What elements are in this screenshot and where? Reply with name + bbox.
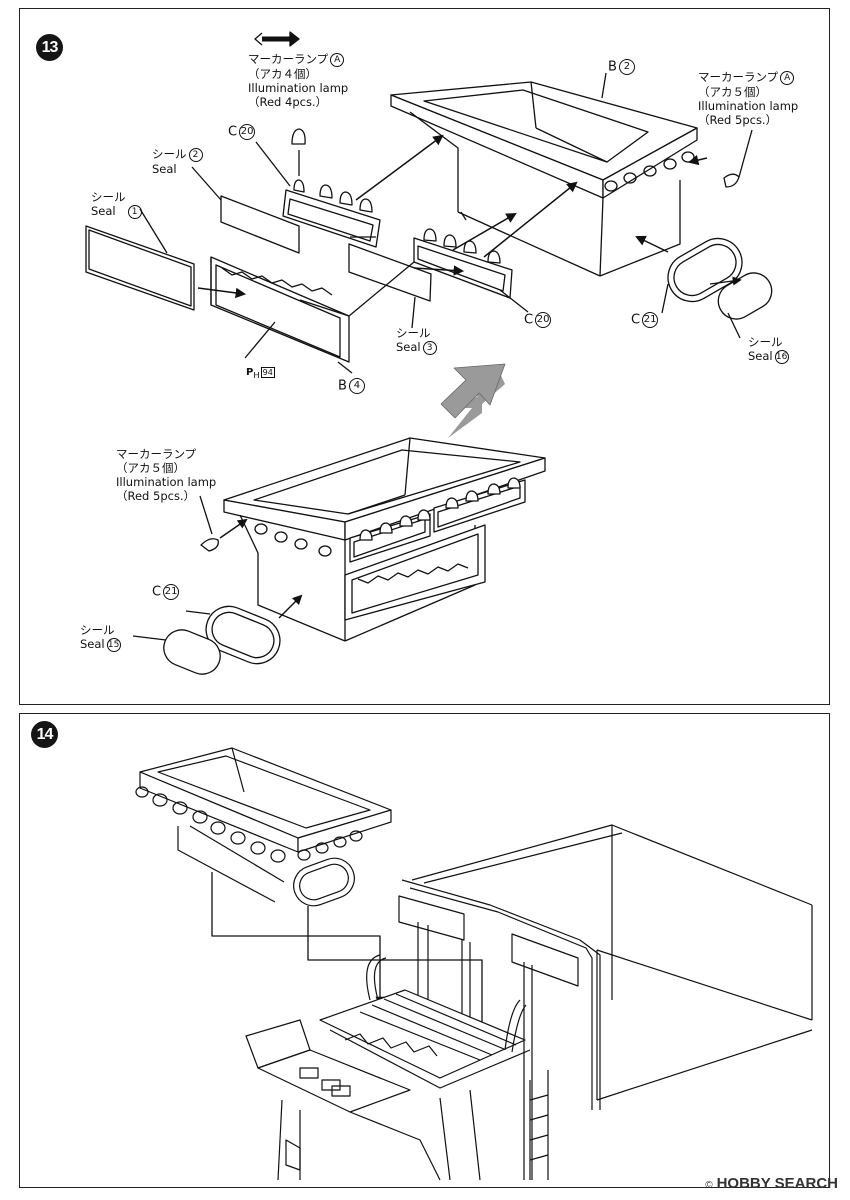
marker-red-qty: （Red 5pcs.） [698,112,778,127]
seal-number: 3 [422,340,437,355]
part-c21-ring-right [667,237,743,303]
part-number: 4 [348,378,365,394]
seal-number: 1 [127,204,142,219]
assembled-box [223,437,546,642]
part-letter: C [631,312,641,328]
part-c20-top [282,179,381,248]
part-c21-ring-mid [205,605,281,665]
seal-en: Seal [396,340,421,354]
marker-qty-jp: （アカ５個） [116,461,185,475]
watermark: ©HOBBY SEARCH [705,1175,838,1192]
seal-15-disc [163,629,221,675]
marker-en: Illumination lamp [698,98,799,113]
seal-number: 2 [188,147,203,162]
part-number: 21 [642,312,659,328]
seal-jp: シール [152,147,187,161]
seal-en: Seal [80,637,105,651]
marker-lamp-mid-label: マーカーランプ （アカ５個） Illumination lamp （Red 5p… [116,447,216,503]
part-letter: C [152,584,162,600]
step-13-panel [19,8,830,705]
seal-3-sheet [348,243,432,302]
seal-2-sheet [220,195,300,254]
slide-direction-icon [254,31,300,47]
marker-lamp-jp: マーカーランプ [116,447,197,461]
marker-red-qty: （Red 5pcs.） [116,489,196,503]
paint-sub: H [253,370,260,380]
part-letter-a: A [780,70,795,85]
marker-en: Illumination lamp [248,80,349,95]
part-letter: C [228,124,238,140]
seal-en: Seal [748,349,773,363]
seal-jp: シール [396,326,431,340]
seal-jp: シール [80,623,115,637]
step-14-box [135,747,392,907]
seal-jp: シール [748,335,783,349]
marker-qty-jp: （アカ４個） [248,66,317,81]
part-letter-a: A [330,52,345,67]
lamp-a-right [723,173,740,188]
seal-en: Seal [91,204,116,218]
lamp-mid [200,538,219,552]
marker-qty-jp: （アカ５個） [698,84,767,99]
lamp-a-top [291,128,306,145]
step-13-badge: 13 [36,34,63,61]
part-number: 2 [618,59,635,75]
seal-number: 15 [106,637,121,652]
part-b2-box [390,81,698,277]
paint-letter: P [246,367,254,378]
marker-red-qty: （Red 4pcs.） [248,94,328,109]
marker-en: Illumination lamp [116,475,217,489]
part-letter: B [338,378,347,394]
marker-lamp-jp: マーカーランプ [698,70,779,84]
seal-en: Seal [152,161,177,176]
part-number: 20 [239,124,256,140]
step-14-panel [19,713,830,1188]
watermark-text: HOBBY SEARCH [716,1175,838,1192]
part-letter: B [608,59,617,75]
truck-illustration [245,824,813,1181]
part-number: 20 [535,312,552,328]
step-14-badge: 14 [31,721,58,748]
paint-number: 94 [260,367,275,378]
marker-lamp-jp: マーカーランプ [248,52,329,66]
copyright-symbol: © [705,1180,713,1191]
seal-number: 16 [774,349,789,364]
part-letter: C [524,312,534,328]
seal-1-sheet [85,225,195,311]
part-b4-panel [210,256,350,363]
part-number: 21 [163,584,180,600]
seal-jp: シール [91,190,126,204]
seal-1-label: シール Seal 1 [91,190,142,219]
